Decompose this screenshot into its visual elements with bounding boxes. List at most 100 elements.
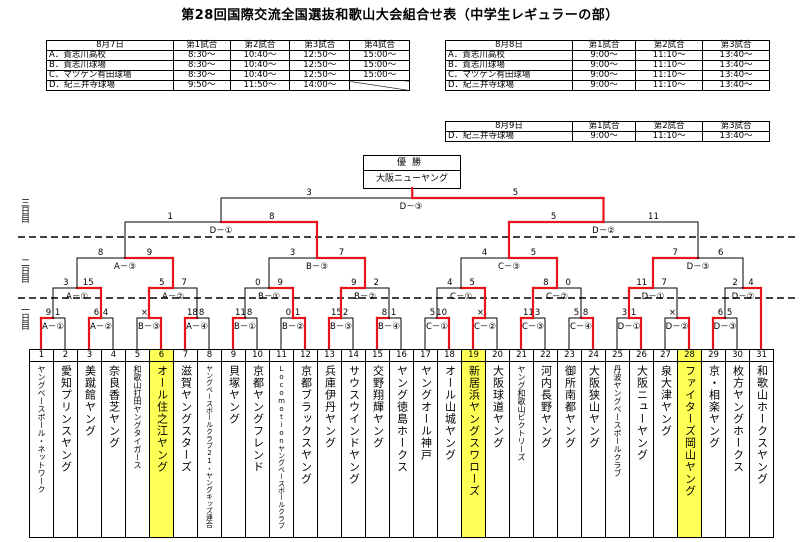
team-number: 22 <box>534 350 557 362</box>
match-score: 4 <box>447 278 452 288</box>
match-label: B－④ <box>378 322 400 332</box>
match-score: 15 <box>83 278 94 288</box>
match-label: D－③ <box>714 322 737 332</box>
schedule-row: D．紀三井寺球場 9:50～ 11:50～ 14:00～ <box>46 80 410 91</box>
match-score: × <box>477 308 484 318</box>
team-number: 6 <box>150 350 173 362</box>
team-column: 22 河内長野ヤング <box>534 350 558 538</box>
team-name: 新居浜ヤングスワローズ <box>467 365 481 497</box>
team-number: 31 <box>750 350 773 362</box>
match-label: B－③ <box>330 322 352 332</box>
match-score: 6 <box>718 248 723 258</box>
team-number: 15 <box>366 350 389 362</box>
match-label: A－③ <box>114 262 136 272</box>
match-score: 5 <box>727 308 732 318</box>
match-label: C－① <box>450 292 472 302</box>
team-number: 7 <box>174 350 197 362</box>
schedule-table-aug9: 8月9日 第1試合 第2試合 第3試合 D．紀三井寺球場 9:00～ 11:10… <box>445 121 770 142</box>
match-score: 15 <box>331 308 342 318</box>
day-label-3: 三日目 <box>19 198 29 222</box>
team-number: 23 <box>558 350 581 362</box>
team-name: 枚方ヤングホークス <box>731 365 745 473</box>
match-score: 3 <box>306 188 311 198</box>
match-label: B－① <box>234 322 256 332</box>
schedule-row: C．マツゲン有田球場 9:00～ 11:10～ 13:40～ <box>445 70 770 81</box>
team-column: 25 丹波ヤングベースボールクラブ <box>606 350 630 538</box>
team-column: 28 ファイターズ岡山ヤング <box>678 350 702 538</box>
page-title: 第28回国際交流全国選抜和歌山大会組合せ表（中学生レギュラーの部） <box>181 8 619 23</box>
match-label: C－④ <box>570 322 592 332</box>
match-score: 1 <box>631 308 636 318</box>
match-label: D－① <box>210 226 233 236</box>
match-score: 8 <box>199 308 204 318</box>
match-label: D－② <box>732 292 755 302</box>
team-number: 29 <box>702 350 725 362</box>
team-number: 25 <box>606 350 629 362</box>
match-score: 1 <box>55 308 60 318</box>
match-label: A－① <box>66 292 88 302</box>
match-score: 5 <box>513 188 518 198</box>
match-label: C－② <box>474 322 496 332</box>
match-score: 18 <box>187 308 198 318</box>
match-score: 5 <box>551 212 556 222</box>
team-name: 丹波ヤングベースボールクラブ <box>613 365 622 477</box>
team-name: 大阪ニューヤング <box>635 365 649 461</box>
match-label: D－③ <box>400 202 423 212</box>
match-label: B－③ <box>138 322 160 332</box>
champion-label: 優勝 <box>364 156 460 171</box>
team-name: 滋賀ヤングスターズ <box>179 365 193 473</box>
time-cell: 9:00～ <box>571 131 637 142</box>
team-name: 交野翔輝ヤング <box>371 365 385 449</box>
team-number: 26 <box>630 350 653 362</box>
team-number: 18 <box>438 350 461 362</box>
team-name: ファイターズ岡山ヤング <box>683 365 697 497</box>
match-score: 3 <box>63 278 68 288</box>
team-number: 10 <box>246 350 269 362</box>
team-column: 16 ヤング徳島ホークス <box>390 350 414 538</box>
match-label: A－② <box>90 322 112 332</box>
match-label: C－③ <box>522 322 544 332</box>
team-name: 兵庫伊丹ヤング <box>323 365 337 449</box>
match-score: 7 <box>339 248 344 258</box>
match-label: B－② <box>354 292 376 302</box>
match-score: 9 <box>46 308 51 318</box>
team-name: 奈良香芝ヤング <box>107 365 121 449</box>
team-name: 河内長野ヤング <box>539 365 553 449</box>
team-column: 26 大阪ニューヤング <box>630 350 654 538</box>
team-number: 4 <box>102 350 125 362</box>
match-score: 1 <box>391 308 396 318</box>
team-number: 20 <box>486 350 509 362</box>
team-name: ヤングベースボール・ネットワーク <box>37 365 46 493</box>
match-label: A－① <box>42 322 64 332</box>
match-label: A－② <box>162 292 184 302</box>
team-number: 11 <box>270 350 293 362</box>
team-column: 7 滋賀ヤングスターズ <box>174 350 198 538</box>
match-score: 2 <box>373 278 378 288</box>
match-label: D－② <box>592 226 615 236</box>
match-label: A－④ <box>186 322 208 332</box>
team-number: 16 <box>390 350 413 362</box>
team-number: 8 <box>198 350 221 362</box>
team-column: 4 奈良香芝ヤング <box>102 350 126 538</box>
schedule-row: D．紀三井寺球場 9:00～ 11:10～ 13:40～ <box>445 131 770 142</box>
team-number: 28 <box>678 350 701 362</box>
match-score: 3 <box>535 308 540 318</box>
schedule-row: C．マツゲン有田球場 8:30～ 10:40～ 12:50～ 15:00～ <box>46 70 410 81</box>
match-label: C－③ <box>498 262 520 272</box>
match-score: 5 <box>469 278 474 288</box>
schedule-row: D．紀三井寺球場 9:00～ 11:10～ 13:40～ <box>445 80 770 91</box>
match-score: 9 <box>351 278 356 288</box>
match-score: 5 <box>531 248 536 258</box>
schedule-table-aug7: 8月7日 第1試合 第2試合 第3試合 第4試合 A．貴志川高校 8:30～ 1… <box>46 40 410 91</box>
match-label: C－① <box>426 322 448 332</box>
team-name: 貝塚ヤング <box>227 365 241 425</box>
team-name: ヤング徳島ホークス <box>395 365 409 473</box>
match-score: 7 <box>661 278 666 288</box>
team-name: ヤングオール神戸 <box>419 365 433 461</box>
match-score: 5 <box>574 308 579 318</box>
